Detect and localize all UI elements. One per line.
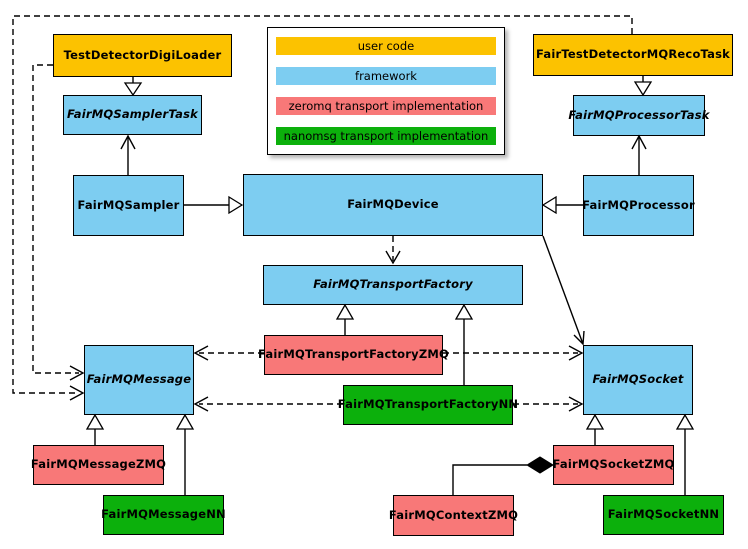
edge-factory-zmq-creates-socket [443,345,584,361]
node-fairmq-device: FairMQDevice [243,174,543,236]
edge-socket-nn-extends-socket [675,413,695,495]
edge-factory-nn-extends-factory [454,303,474,385]
edge-device-uses-socket [542,235,585,346]
edge-socket-zmq-composes-context-zmq [452,456,554,495]
node-fairmq-socket-zmq: FairMQSocketZMQ [553,445,674,485]
node-fairmq-transport-factory: FairMQTransportFactory [263,265,523,305]
legend-item-user-code: user code [276,37,496,55]
edge-factory-zmq-creates-message [193,345,264,361]
legend-item-nanomsg: nanomsg transport implementation [276,127,496,145]
edge-factory-zmq-extends-factory [335,303,355,335]
edge-reco-task-extends-processor-task [633,76,653,97]
node-fairmq-context-zmq: FairMQContextZMQ [389,495,518,536]
node-fairmq-message-nn: FairMQMessageNN [101,495,226,535]
node-fair-test-detector-mq-reco-task: FairTestDetectorMQRecoTask [533,34,733,76]
edge-processor-extends-device [541,195,583,215]
edge-factory-nn-creates-socket [513,396,584,412]
node-fairmq-message-zmq: FairMQMessageZMQ [31,445,166,485]
edge-digi-loader-extends-sampler-task [123,77,143,97]
node-fairmq-transport-factory-zmq: FairMQTransportFactoryZMQ [258,335,449,375]
node-fairmq-processor-task: FairMQProcessorTask [568,95,709,136]
node-fairmq-message: FairMQMessage [84,345,194,415]
edge-sampler-uses-sampler-task [120,134,136,175]
edge-socket-zmq-extends-socket [585,413,605,445]
edge-message-zmq-extends-message [85,413,105,445]
node-fairmq-sampler-task: FairMQSamplerTask [63,95,202,135]
node-fairmq-sampler: FairMQSampler [73,175,184,236]
node-fairmq-processor: FairMQProcessor [582,175,695,236]
edge-sampler-extends-device [184,195,244,215]
legend-item-framework: framework [276,67,496,85]
edge-processor-uses-processor-task [631,134,647,175]
node-fairmq-socket: FairMQSocket [583,345,693,415]
edge-message-nn-extends-message [175,413,195,495]
edge-device-depends-transport-factory [385,236,401,265]
node-test-detector-digi-loader: TestDetectorDigiLoader [53,34,232,77]
edge-factory-nn-creates-message [193,396,343,412]
legend-item-zeromq: zeromq transport implementation [276,97,496,115]
legend: user code framework zeromq transport imp… [267,27,505,155]
node-fairmq-socket-nn: FairMQSocketNN [603,495,724,535]
node-fairmq-transport-factory-nn: FairMQTransportFactoryNN [338,385,518,425]
